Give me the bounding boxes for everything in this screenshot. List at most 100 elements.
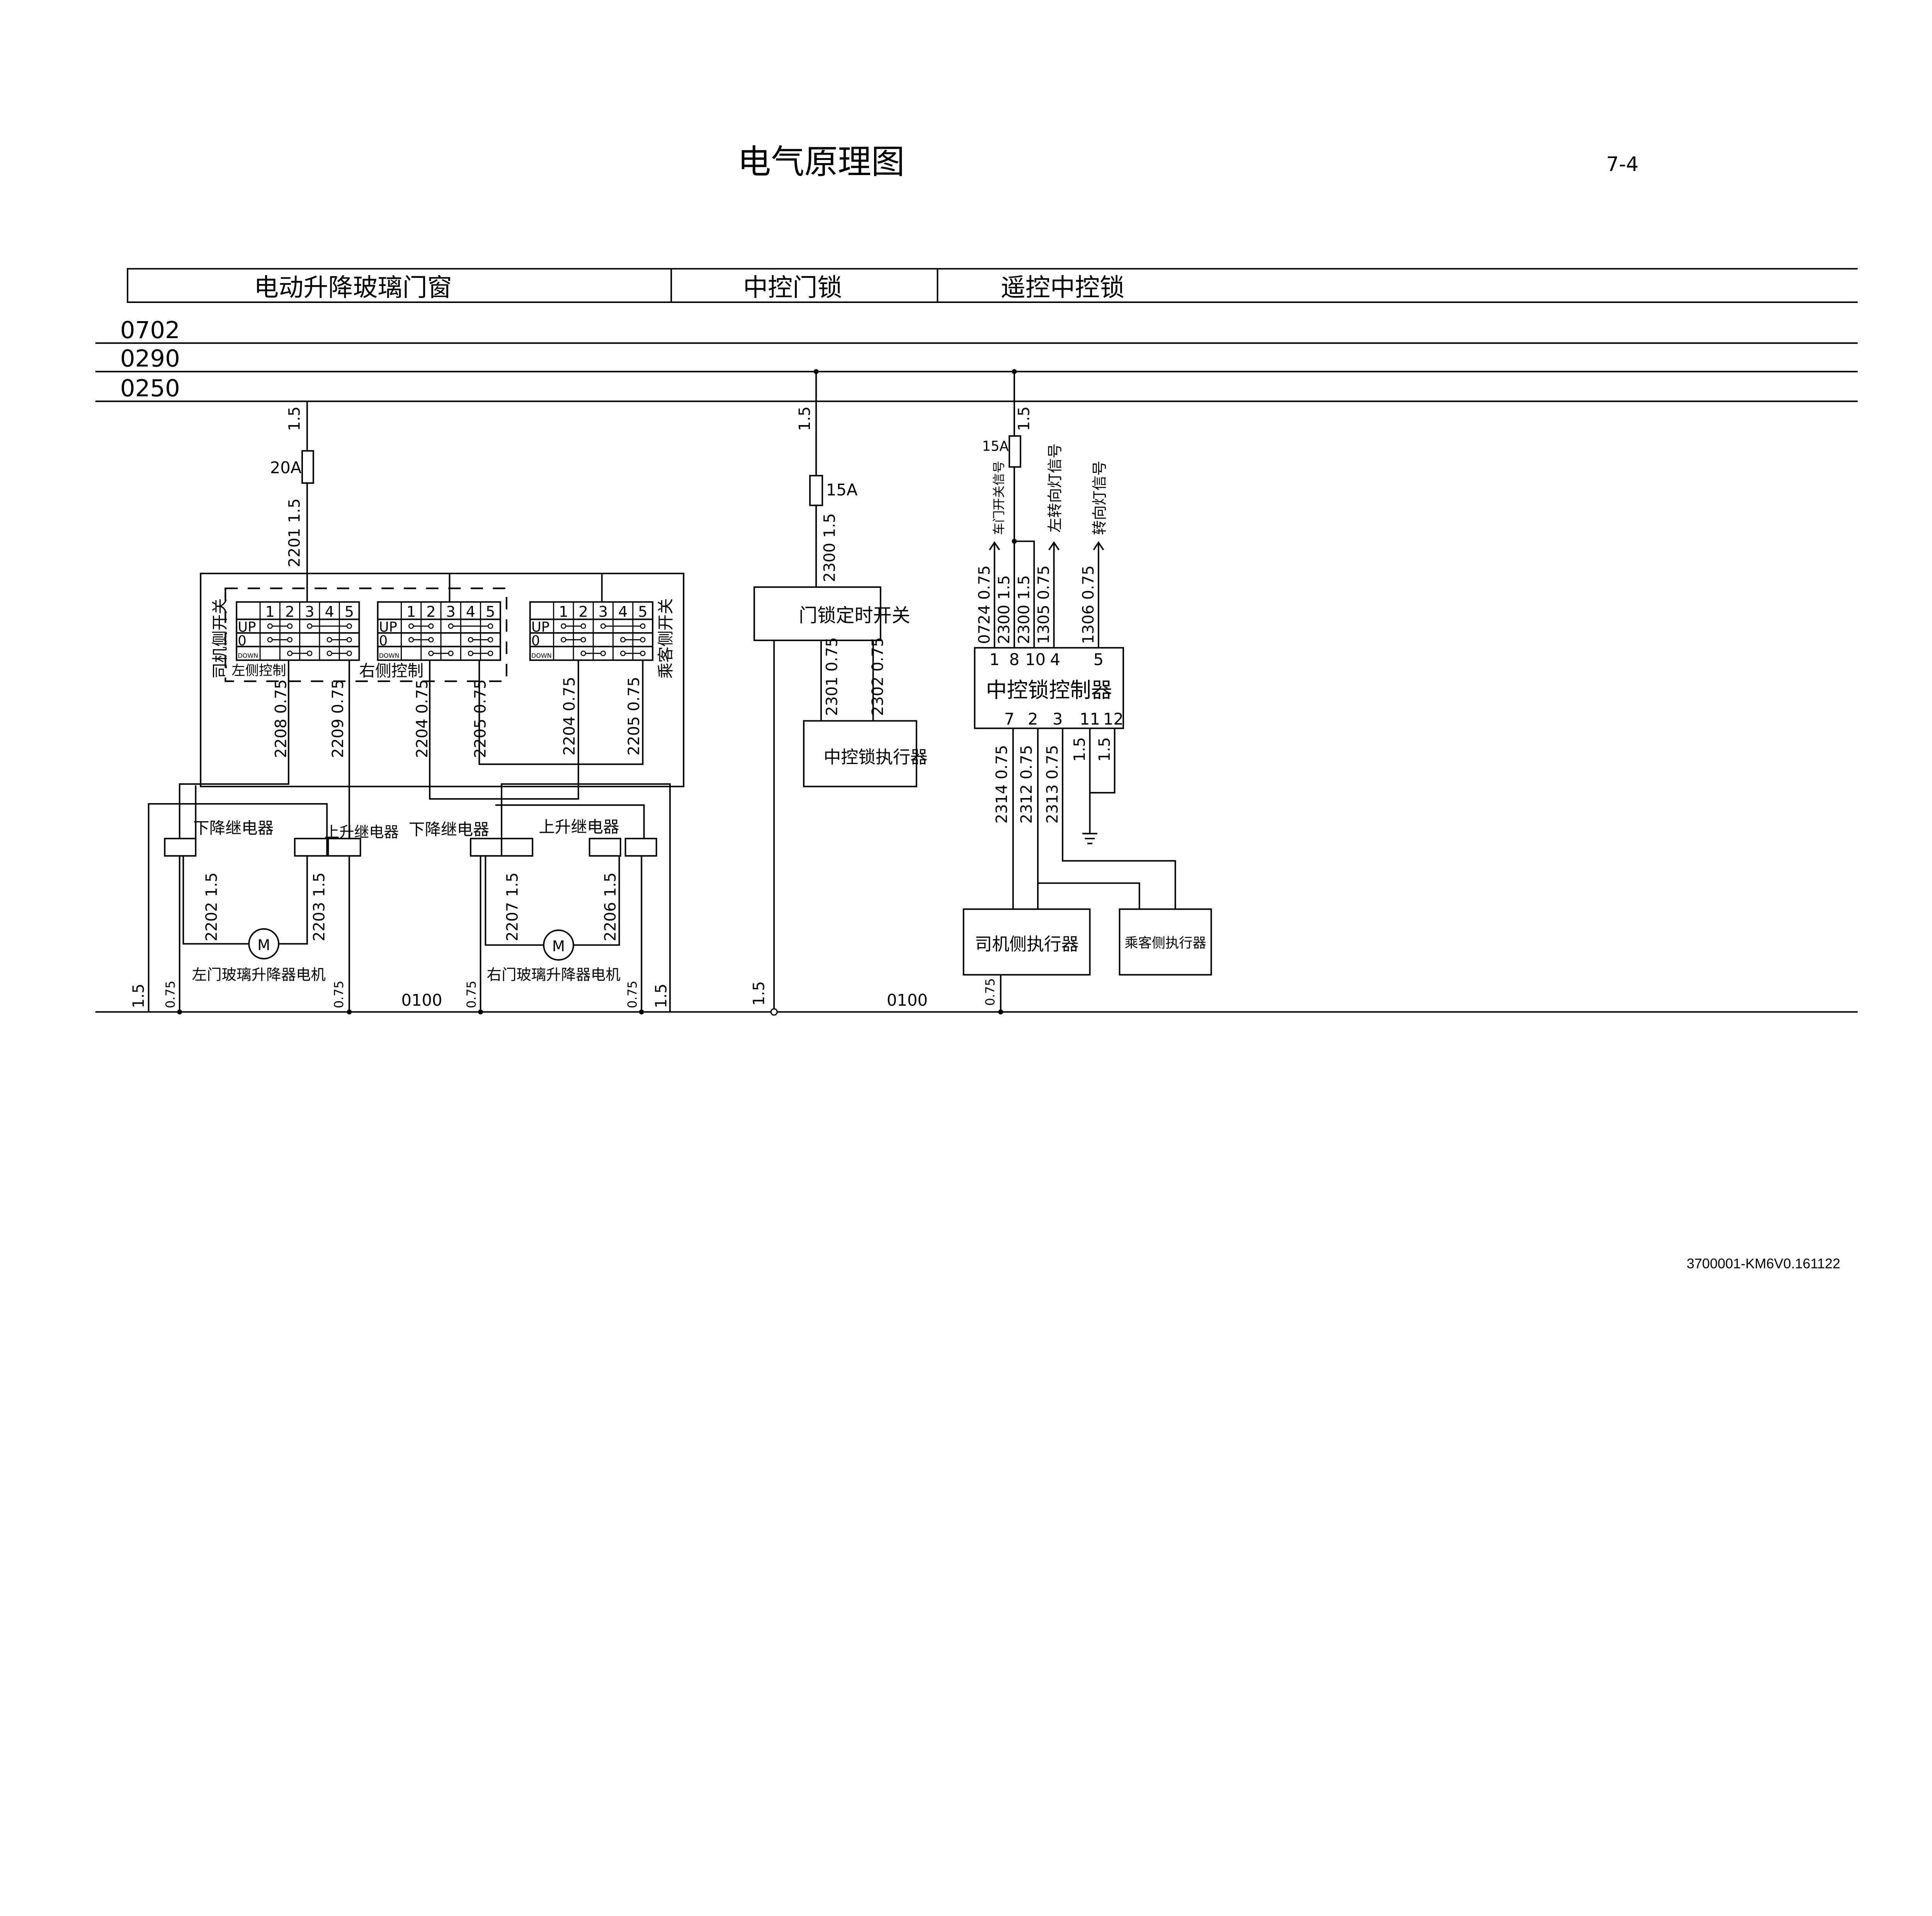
switch-contact [428,637,434,643]
switch-row-label: 0 [379,633,388,649]
switch-contact [600,623,606,629]
wire-label: 1.5 [286,407,304,431]
ground-wire-label: 1.5 [750,981,768,1006]
switch-column-label: 3 [305,603,314,621]
motor-symbol: M [552,938,565,955]
controller-label: 中控锁控制器 [986,677,1112,702]
relay-label: 上升继电器 [539,817,619,836]
wire-label: 2300 1.5 [1015,575,1033,644]
wire-label: 2209 0.75 [329,679,347,758]
actuator-label: 中控锁执行器 [823,747,927,767]
wire-label: 1305 0.75 [1035,565,1053,644]
switch-contact [448,623,454,629]
switch-column-label: 5 [486,603,495,621]
wire-label: 2201 1.5 [286,499,304,567]
switch-column-label: 4 [618,603,628,621]
switch-contact [428,623,434,629]
switch-contact [561,637,566,643]
switch-column-label: 5 [345,603,354,621]
wire-label: 2301 0.75 [823,637,841,716]
wire-label: 2300 1.5 [821,513,838,582]
switch-contact [448,650,454,656]
switch-column-label: 1 [265,603,274,621]
pin: 1 [989,650,1000,669]
wire-label: 0724 0.75 [976,565,993,644]
switch-row-label: DOWN [238,652,258,659]
switch-contact [327,650,332,656]
switch-column-label: 4 [325,603,334,621]
section-window: 电动升降玻璃门窗 [254,274,452,302]
switch-row-label: 0 [531,633,540,649]
wire-label: 2205 0.75 [471,679,489,758]
fuse-15a [809,475,823,506]
wire-label: 2207 1.5 [504,873,522,941]
right-control-label: 右侧控制 [359,661,423,680]
switch-column-label: 3 [599,603,608,621]
ground-wire-label: 0.75 [464,981,479,1008]
fuse-label: 20A [270,458,302,477]
driver-switch-label: 司机侧开关 [210,598,229,679]
relay-coil [470,837,503,857]
switch-column-label: 4 [466,603,475,621]
central-lock-circuit: 1.5 15A 2300 1.5 门锁定时开关 2301 0.75 2302 0… [750,369,928,1016]
wire-label: 2302 0.75 [869,637,887,716]
relay-label: 上升继电器 [325,824,399,841]
switch-contact [307,623,313,629]
switch-contact [327,637,332,643]
switch-contact [580,650,586,656]
switch-column-label: 3 [446,603,455,621]
passenger-switch-label: 乘客侧开关 [656,598,675,679]
bus-0250: 0250 [120,375,180,402]
wiring-diagram: 电气原理图 7-4 电动升降玻璃门窗 中控门锁 遥控中控锁 0702 0290 … [95,143,1858,1016]
ground-wire-label: 0.75 [983,978,998,1006]
switch-contact [408,637,414,643]
bus-0290: 0290 [120,345,180,373]
central-lock-controller [974,647,1124,729]
relay-coil [327,837,361,857]
wire-label: 2202 1.5 [203,873,221,941]
timer-switch-label: 门锁定时开关 [799,605,910,626]
ground-wire-label: 0.75 [332,981,346,1008]
switch-contact [346,650,352,656]
switch-contact [580,637,586,643]
wire-label: 2313 0.75 [1044,745,1061,824]
wire-label: 2204 0.75 [413,679,431,758]
switch-contact [428,650,434,656]
switch-column-label: 1 [406,603,416,621]
switch-row-label: UP [531,619,549,635]
page-number: 7-4 [1606,153,1639,176]
wire-label: 2208 0.75 [272,679,290,758]
switch-row-label: UP [379,619,397,635]
switch-contact [488,650,493,656]
passenger-actuator [1119,908,1212,976]
pin: 10 [1025,650,1046,669]
switch-contact [580,623,586,629]
switch-column-label: 2 [578,603,588,621]
pin: 7 [1004,710,1015,728]
section-central-lock: 中控门锁 [743,274,842,302]
power-buses: 0702 0290 0250 0100 0100 [95,316,1858,1013]
switch-contact [267,637,273,643]
right-motor-label: 右门玻璃升降器电机 [487,966,621,984]
signal-door-switch: 车门开关信号 [992,461,1006,535]
fuse-20a [301,450,314,484]
switch-contact [287,650,293,656]
wire-label: 1.5 [796,407,814,431]
section-header: 电动升降玻璃门窗 中控门锁 遥控中控锁 [127,268,1858,303]
switch-column-label: 2 [285,603,294,621]
relay-label: 下降继电器 [409,820,489,839]
switch-contact [488,637,493,643]
left-control-label: 左侧控制 [231,663,286,679]
wire-label: 2206 1.5 [602,873,619,941]
fuse-label: 15A [826,480,858,499]
left-motor-label: 左门玻璃升降器电机 [192,966,326,984]
switch-contact [640,623,646,629]
pin: 2 [1028,710,1038,728]
switch-contact [307,650,313,656]
ground-wire-label: 1.5 [130,984,148,1008]
signal-turn: 转向灯信号 [1091,461,1109,535]
